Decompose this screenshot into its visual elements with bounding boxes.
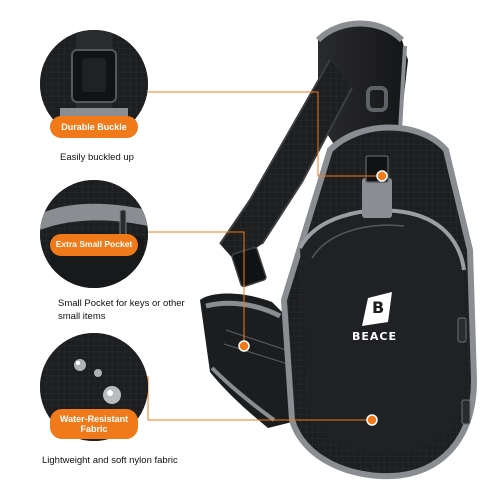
front-pocket xyxy=(300,210,466,455)
brand-name: BEACE xyxy=(352,330,397,343)
strap-buckle xyxy=(231,246,267,288)
feature-label-pocket: Extra Small Pocket xyxy=(50,234,138,256)
feature-durable-buckle: Durable Buckle Easily buckled up xyxy=(0,0,190,170)
callout-dot-fabric xyxy=(366,414,378,426)
diagonal-strap xyxy=(220,60,352,262)
feature-caption-buckle: Easily buckled up xyxy=(60,152,134,163)
logo-letter: B xyxy=(372,298,386,317)
feature-caption-fabric: Lightweight and soft nylon fabric xyxy=(42,455,178,466)
callout-dot-pocket xyxy=(238,340,250,352)
brand-logo-mark xyxy=(362,292,392,326)
feature-label-buckle: Durable Buckle xyxy=(50,116,138,138)
callout-lines xyxy=(147,91,382,421)
callout-dot-buckle xyxy=(376,170,388,182)
feature-caption-pocket: Small Pocket for keys or other small ite… xyxy=(58,298,185,322)
side-strap xyxy=(200,293,300,428)
feature-small-pocket: Extra Small Pocket Small Pocket for keys… xyxy=(0,170,190,330)
feature-label-fabric: Water-Resistant Fabric xyxy=(50,409,138,439)
feature-water-resistant: Water-Resistant Fabric Lightweight and s… xyxy=(0,325,190,500)
top-loop xyxy=(366,86,388,112)
